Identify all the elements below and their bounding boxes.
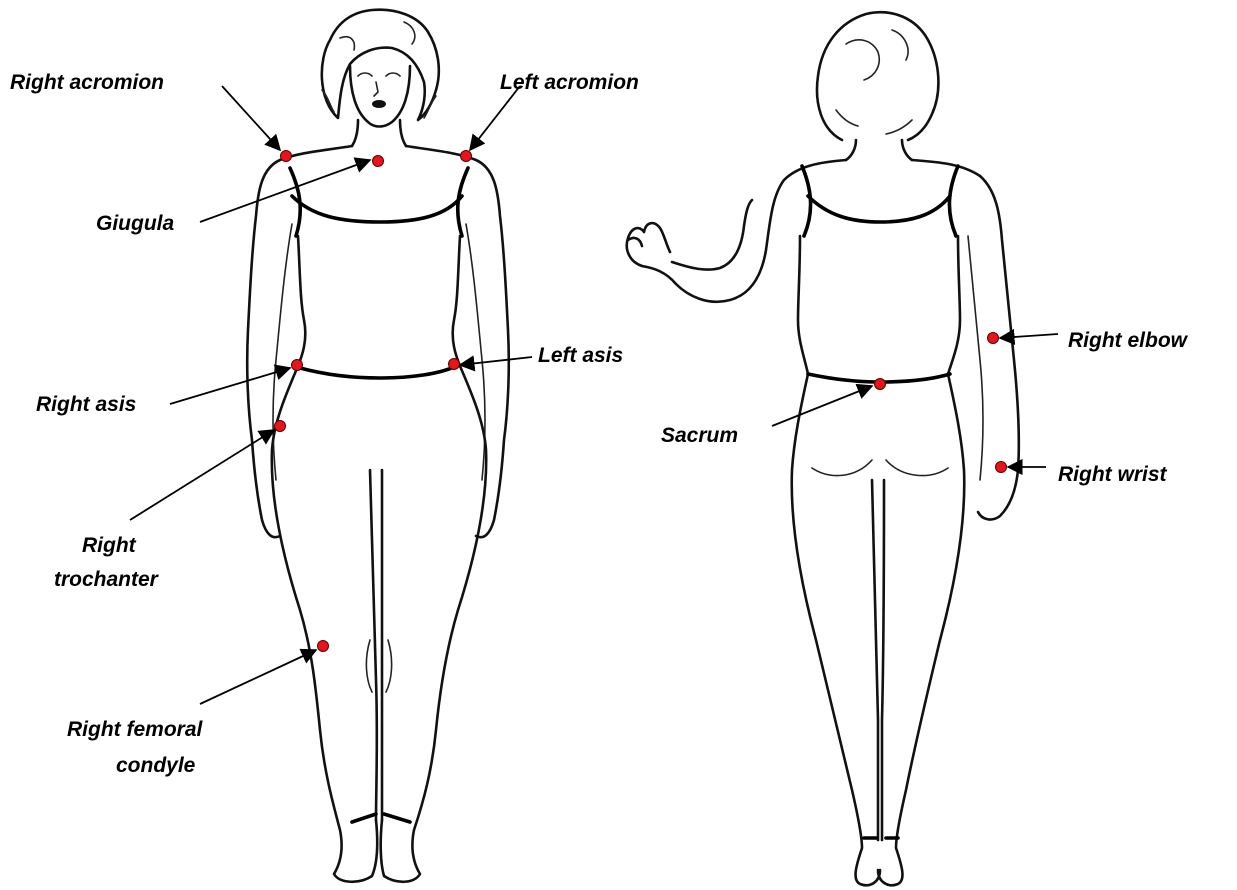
arrow-right-asis: [170, 368, 290, 404]
label-right-femoral-condyle-line1: Right femoral: [67, 718, 204, 741]
arrow-right-femoral-condyle: [200, 650, 316, 704]
marker-giugula: [373, 156, 384, 167]
front-right-leg: [272, 366, 377, 882]
marker-right-acromion: [281, 151, 292, 162]
back-left-leg: [792, 374, 880, 885]
arrow-right-elbow: [1000, 334, 1058, 338]
marker-left-asis: [449, 359, 460, 370]
back-hair: [817, 12, 938, 140]
label-sacrum: Sacrum: [661, 424, 738, 447]
label-right-wrist: Right wrist: [1058, 463, 1168, 486]
label-left-acromion: Left acromion: [500, 71, 639, 94]
label-giugula: Giugula: [96, 212, 174, 235]
front-mouth: [372, 100, 386, 108]
arrow-giugula: [200, 160, 370, 222]
landmark-markers: [275, 151, 1007, 652]
back-body-figure: [627, 12, 1019, 885]
marker-right-wrist: [996, 462, 1007, 473]
marker-sacrum: [875, 379, 886, 390]
label-right-trochanter-line2: trochanter: [54, 568, 160, 591]
label-right-acromion: Right acromion: [10, 71, 164, 94]
marker-right-asis: [292, 360, 303, 371]
arrow-left-asis: [460, 357, 532, 365]
front-left-leg: [381, 366, 487, 882]
arrow-sacrum: [772, 386, 872, 426]
back-right-leg: [878, 374, 964, 885]
marker-right-elbow: [988, 333, 999, 344]
back-torso: [798, 236, 960, 374]
annotation-arrows: [130, 86, 1058, 704]
back-shoulder-band: [802, 166, 958, 236]
arrow-left-acromion: [470, 86, 520, 150]
back-left-hand: [627, 223, 670, 266]
label-right-elbow: Right elbow: [1068, 329, 1189, 352]
front-waist-band: [300, 366, 456, 378]
marker-right-femoral-condyle: [318, 641, 329, 652]
front-shoulder-band: [290, 168, 468, 236]
marker-right-trochanter: [275, 421, 286, 432]
front-torso: [298, 236, 460, 366]
label-right-femoral-condyle-line2: condyle: [116, 754, 196, 777]
arrow-right-acromion: [222, 86, 280, 150]
arrow-right-trochanter: [130, 430, 274, 520]
label-right-asis: Right asis: [36, 393, 136, 416]
label-left-asis: Left asis: [538, 344, 623, 367]
marker-left-acromion: [461, 151, 472, 162]
landmark-labels: Right acromion Left acromion Giugula Lef…: [10, 71, 1189, 777]
label-right-trochanter-line1: Right: [82, 534, 137, 557]
front-body-figure: [247, 10, 509, 882]
